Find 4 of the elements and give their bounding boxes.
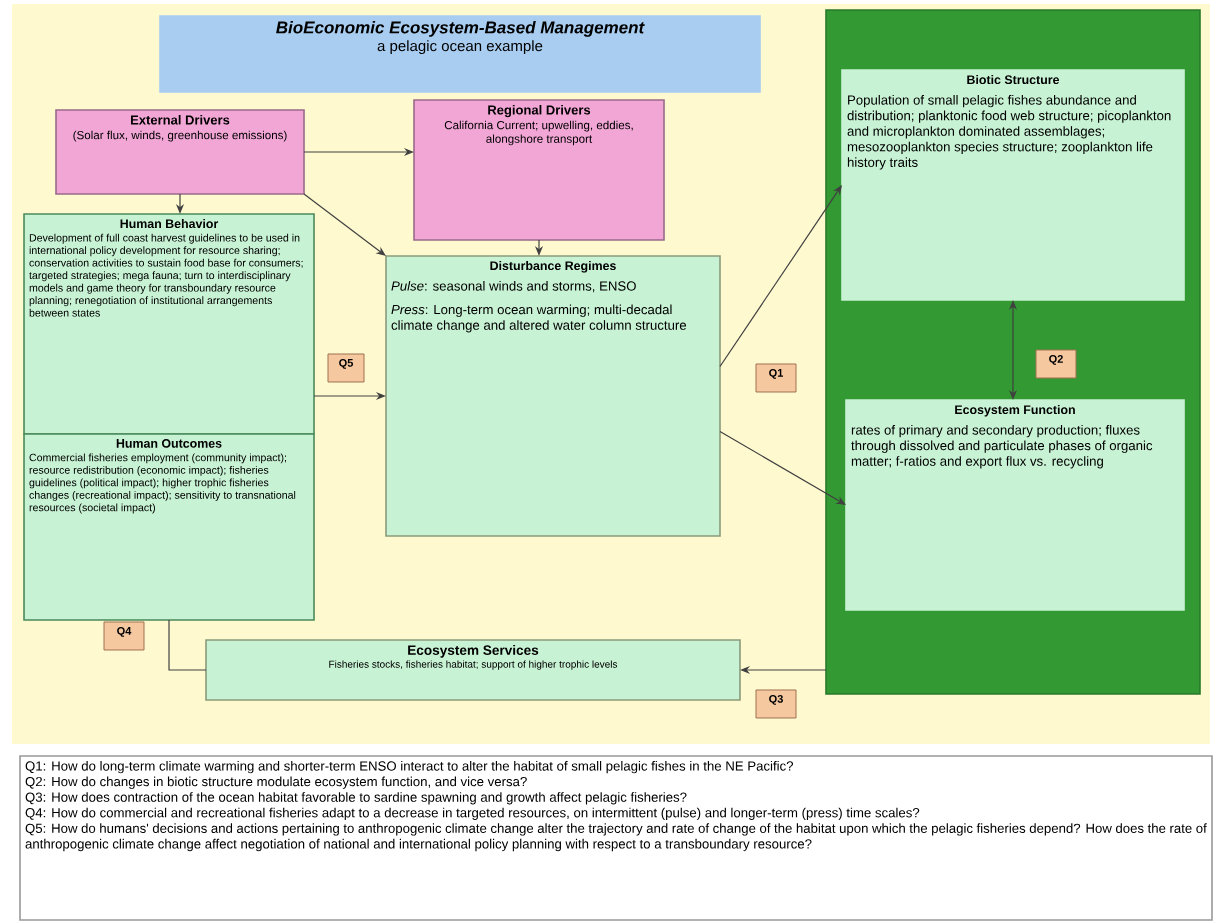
arrow [719, 185, 842, 368]
arrow [719, 430, 846, 505]
arrow [303, 193, 386, 256]
arrow [168, 619, 207, 671]
